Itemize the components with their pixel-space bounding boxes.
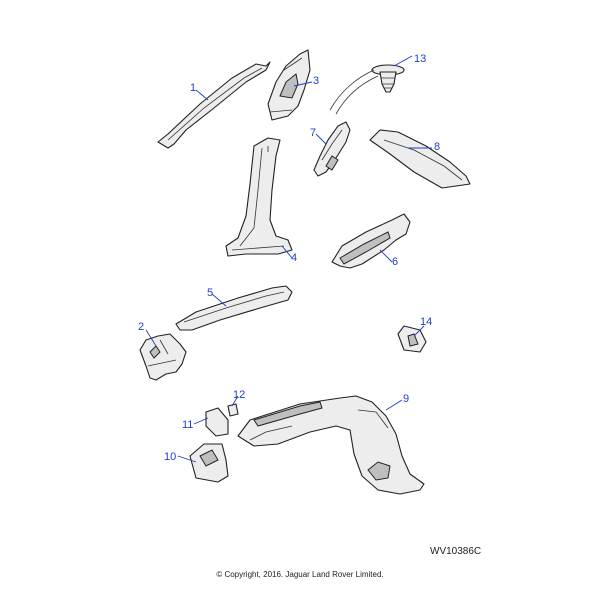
part-3-upper-b-pillar-trim <box>267 49 311 121</box>
callout-4: 4 <box>291 252 297 264</box>
part-12-clip <box>227 403 239 417</box>
diagram-reference-code: WV10386C <box>430 546 482 557</box>
callout-5: 5 <box>207 287 213 299</box>
callout-12: 12 <box>233 389 245 401</box>
part-13-clip <box>329 64 405 115</box>
part-1-a-pillar-trim <box>157 61 271 149</box>
callout-7: 7 <box>310 127 316 139</box>
part-7-c-pillar-upper-trim <box>313 121 351 177</box>
part-4-lower-b-pillar-trim <box>225 137 293 257</box>
callout-10: 10 <box>164 451 176 463</box>
callout-13: 13 <box>414 53 426 65</box>
callout-6: 6 <box>392 256 398 268</box>
callout-8: 8 <box>434 141 440 153</box>
part-14-clip <box>397 325 427 353</box>
part-11-bracket <box>205 407 229 437</box>
callout-11: 11 <box>182 419 193 431</box>
part-5-front-sill-trim <box>175 285 293 331</box>
leader-lines <box>145 55 432 463</box>
part-8-rear-quarter-trim <box>369 129 471 189</box>
callout-14: 14 <box>420 316 432 328</box>
part-10-closure-panel <box>189 443 229 483</box>
callout-2: 2 <box>138 321 144 333</box>
part-9-luggage-side-trim <box>237 395 425 495</box>
part-2-kick-panel <box>139 333 187 381</box>
part-6-rear-sill-trim <box>331 213 411 269</box>
callout-9: 9 <box>403 393 409 405</box>
callout-3: 3 <box>313 75 319 87</box>
copyright-notice: © Copyright, 2016. Jaguar Land Rover Lim… <box>216 570 384 579</box>
callout-1: 1 <box>190 82 196 94</box>
